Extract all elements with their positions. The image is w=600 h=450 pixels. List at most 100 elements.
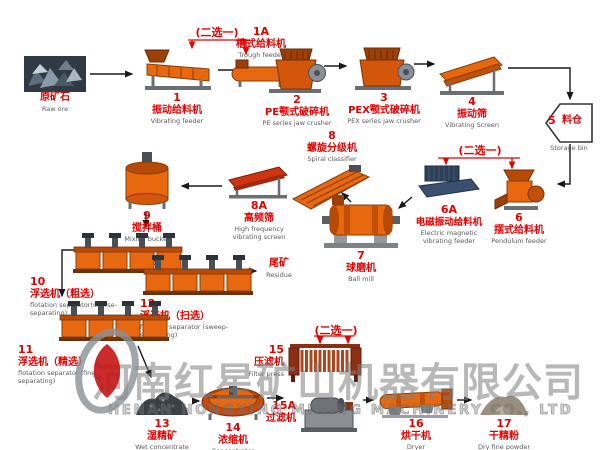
label-en: Dry fine powder [477, 443, 531, 450]
label-cn: 料仓 [562, 115, 582, 126]
node-pendulum-feeder: 6 摆式给料机 Pendulum feeder [488, 168, 550, 245]
filter-icon [301, 397, 357, 432]
node-concentrator: 14 浓缩机 Concentrator [198, 376, 268, 450]
node-storage-bin: 5 料仓 Storage bin [540, 102, 598, 152]
node-ball-mill: 7 球磨机 Ball mill [320, 192, 402, 283]
label-cn: 烘干机 [401, 430, 431, 442]
equipment-number: 6A [440, 203, 458, 216]
label-cn: 压滤机 [254, 357, 284, 368]
node-flotation-fine: 11 浮选机（精选） flotation separator (fine sep… [18, 300, 178, 385]
node-trough-feeder: 1A 槽式给料机 Trough feeder [226, 25, 296, 89]
dryer-icon [379, 388, 453, 418]
equipment-number: 16 [408, 417, 424, 430]
storage-bin-icon [545, 103, 593, 143]
flotation-fine-icon [59, 301, 169, 341]
wet-concentrate-icon [136, 392, 188, 415]
label-cn: 过滤机 [266, 413, 296, 425]
node-dry-fine-powder: 17 干精粉 Dry fine powder [472, 386, 536, 450]
label-cn: 浓缩机 [218, 434, 248, 446]
equipment-number: 12 [140, 297, 156, 310]
filter-press-icon [288, 344, 362, 382]
dry-fine-powder-icon [480, 395, 528, 415]
equipment-number: 8A [250, 199, 268, 212]
equipment-number: 9 [143, 209, 151, 222]
electromagnetic-vibrating-feeder-icon [418, 165, 480, 198]
label-cn: 槽式给料机 [236, 38, 286, 50]
label-cn: 球磨机 [346, 262, 376, 274]
equipment-number: 14 [225, 421, 241, 434]
node-wet-concentrate: 13 湿精矿 Wet concentrate [128, 382, 196, 450]
equipment-number: 15A [272, 399, 296, 413]
equipment-number: 17 [496, 417, 512, 430]
label-en: High frequency vibrating screen [232, 225, 286, 242]
node-vibrating-screen: 4 振动筛 Vibrating Screen [430, 52, 514, 129]
label-cn: 摆式给料机 [494, 224, 544, 236]
label-en: Residue [266, 270, 292, 279]
pe-jaw-crusher-icon [269, 48, 326, 93]
equipment-number: 11 [18, 343, 34, 356]
label-en: Vibrating feeder [150, 117, 204, 126]
node-electromagnetic-vibrating-feeder: 6A 电磁振动给料机 Electric magnetic vibrating f… [410, 164, 488, 245]
node-spiral-classifier: 8 螺旋分级机 Spiral classifier [290, 129, 374, 211]
label-en: Raw ore [41, 104, 69, 113]
equipment-number: 13 [154, 417, 170, 430]
mixing-bucket-icon [125, 152, 169, 209]
equipment-number: 7 [357, 249, 365, 262]
equipment-number: 4 [468, 95, 476, 108]
label-en: PEX series jaw crusher [347, 117, 421, 126]
flotation-sweep-icon [143, 255, 253, 295]
label-cn: 原矿石 [40, 92, 70, 103]
vibrating-feeder-icon [144, 49, 211, 90]
choose-one-label-top: (二选一) [195, 26, 239, 39]
node-pe-jaw-crusher: 2 PE颚式破碎机 PE series jaw crusher [258, 46, 336, 127]
label-cn: 振动给料机 [152, 104, 202, 116]
node-filter-press: 15 压滤机 Filter press [238, 338, 363, 384]
label-en: Electric magnetic vibrating feeder [420, 228, 478, 245]
equipment-number: 10 [30, 275, 46, 288]
spiral-classifier-icon [291, 165, 371, 210]
equipment-number: 15 [268, 343, 284, 357]
label-cn: 干精粉 [489, 430, 519, 442]
node-vibrating-feeder: 1 振动给料机 Vibrating feeder [136, 48, 218, 125]
equipment-number: 6 [515, 211, 523, 224]
label-cn: 高频筛 [244, 212, 274, 224]
pex-jaw-crusher-icon [355, 47, 415, 90]
label-cn: 电磁振动给料机 [415, 216, 483, 228]
label-en: flotation separator (fine separating) [18, 369, 96, 386]
label-cn: 螺旋分级机 [307, 142, 357, 154]
node-mixing-bucket: 9 搅拌桶 Mixing bucket [114, 152, 180, 243]
label-cn: PEX颚式破碎机 [348, 104, 420, 116]
node-filter: 15A 过滤机 [244, 392, 359, 434]
label-en: Ball mill [348, 275, 374, 284]
node-high-frequency-screen: 8A 高频筛 High frequency vibrating screen [222, 164, 296, 241]
equipment-number: 8 [328, 129, 336, 142]
pendulum-feeder-icon [494, 169, 545, 210]
choose-one-label-bottom: (二选一) [314, 324, 358, 337]
equipment-number: 1A [252, 25, 270, 38]
label-en: PE series jaw crusher [262, 119, 332, 128]
choose-one-label-middle: (二选一) [458, 144, 502, 157]
label-cn: 浮选机（扫选） [140, 310, 210, 322]
equipment-number: 3 [380, 91, 388, 104]
label-en: Pendulum feeder [491, 237, 547, 246]
high-frequency-screen-icon [228, 166, 288, 199]
label-en: Trough feeder [238, 51, 284, 60]
vibrating-screen-icon [439, 56, 504, 95]
equipment-number: 5 [548, 114, 556, 127]
label-en: Vibrating Screen [445, 121, 499, 130]
label-cn: 浮选机（精选） [18, 356, 88, 368]
label-en: Concentrator [198, 447, 268, 450]
node-pex-jaw-crusher: 3 PEX颚式破碎机 PEX series jaw crusher [344, 44, 424, 125]
label-cn: 振动筛 [457, 108, 487, 120]
label-en: Spiral classifier [307, 155, 357, 164]
label-en: Wet concentrate [135, 443, 189, 450]
label-en: Filter press [248, 369, 284, 378]
label-cn: PE颚式破碎机 [264, 106, 330, 118]
concentrator-icon [201, 386, 265, 420]
equipment-number: 2 [293, 93, 301, 106]
label-cn: 尾矿 [269, 258, 289, 269]
label-en: Dryer [406, 443, 426, 450]
flotation-coarse-icon [73, 233, 183, 273]
node-flotation-sweep: 12 浮选机（扫选） flotation separator (sweep-se… [112, 254, 272, 339]
